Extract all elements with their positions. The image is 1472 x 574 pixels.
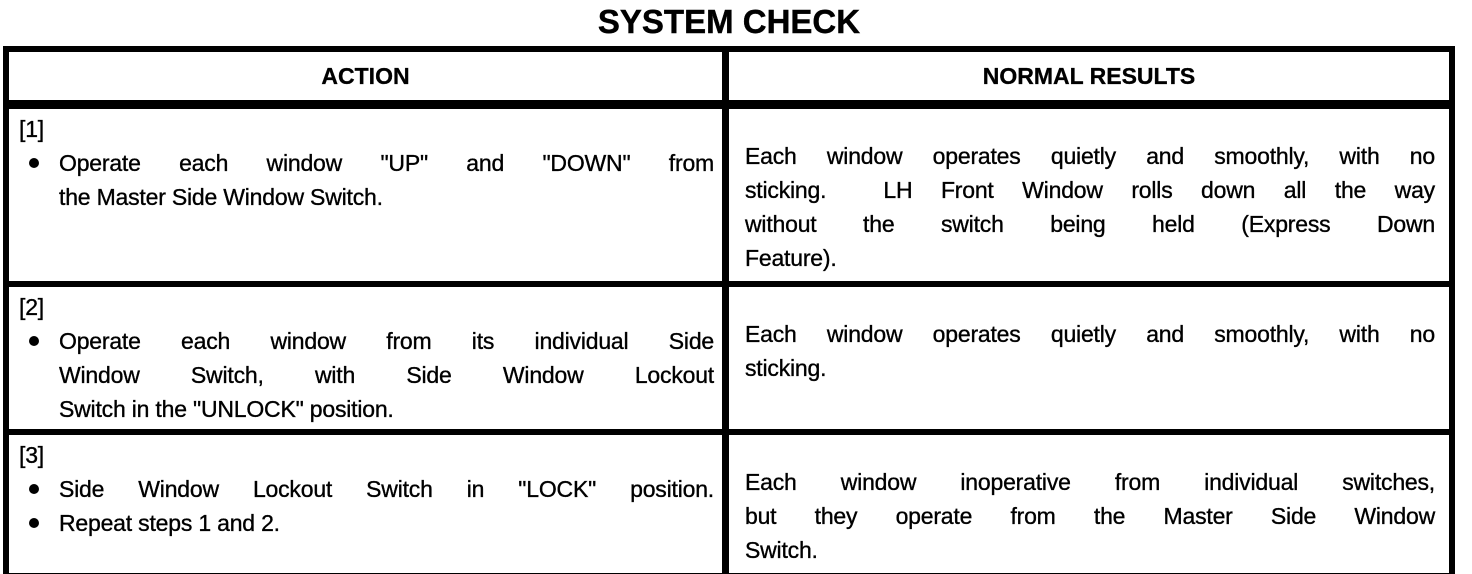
bullet-text: Side Window Lockout Switch in "LOCK" pos… (59, 472, 715, 506)
step-number: [1] (19, 116, 45, 142)
text-line: Each window inoperative from individual … (745, 469, 1436, 495)
text-line: Side Window Lockout Switch in "LOCK" pos… (59, 476, 715, 502)
text-line: Each window operates quietly and smoothl… (745, 143, 1436, 169)
bullet-item: Side Window Lockout Switch in "LOCK" pos… (19, 472, 714, 506)
bullet-item: Operate each window from its individual … (19, 324, 714, 426)
text-line: Window Switch, with Side Window Lockout (59, 362, 715, 388)
bullet-text: Operate each window "UP" and "DOWN" from… (59, 146, 715, 214)
table-row: [2] Operate each window from its individ… (9, 281, 1449, 429)
text-line: Feature). (745, 245, 837, 271)
result-cell: Each window operates quietly and smoothl… (729, 287, 1449, 429)
text-line: but they operate from the Master Side Wi… (745, 503, 1436, 529)
system-check-table: ACTION NORMAL RESULTS [1] Operate each w… (3, 46, 1455, 574)
result-cell: Each window inoperative from individual … (729, 435, 1449, 573)
system-check-document: SYSTEM CHECK ACTION NORMAL RESULTS [1] O… (3, 0, 1455, 574)
result-cell: Each window operates quietly and smoothl… (729, 109, 1449, 281)
text-line: sticking. LH Front Window rolls down all… (745, 177, 1436, 203)
page-title: SYSTEM CHECK (597, 3, 861, 40)
column-header-action: ACTION (9, 52, 729, 100)
bullet-icon (29, 158, 39, 168)
table-row: [3] Side Window Lockout Switch in "LOCK"… (9, 429, 1449, 573)
table-row: [1] Operate each window "UP" and "DOWN" … (9, 109, 1449, 281)
bullet-text: Operate each window from its individual … (59, 324, 715, 426)
text-line: Switch. (745, 537, 818, 563)
text-line: Operate each window "UP" and "DOWN" from (59, 150, 715, 176)
text-line: without the switch being held (Express D… (745, 211, 1436, 237)
bullet-item: Operate each window "UP" and "DOWN" from… (19, 146, 714, 214)
text-line: the Master Side Window Switch. (59, 184, 383, 210)
text-line: Each window operates quietly and smoothl… (745, 321, 1436, 347)
action-cell: [1] Operate each window "UP" and "DOWN" … (9, 109, 729, 281)
column-header-normal-results: NORMAL RESULTS (982, 62, 1196, 89)
action-cell: [3] Side Window Lockout Switch in "LOCK"… (9, 435, 729, 573)
text-line: Operate each window from its individual … (59, 328, 715, 354)
action-cell: [2] Operate each window from its individ… (9, 287, 729, 429)
step-number: [2] (19, 294, 45, 320)
text-line: sticking. (745, 355, 827, 381)
bullet-text: Repeat steps 1 and 2. (59, 506, 714, 540)
text-line: Repeat steps 1 and 2. (59, 510, 280, 536)
step-number: [3] (19, 442, 45, 468)
bullet-icon (29, 336, 39, 346)
table-header-row: ACTION NORMAL RESULTS (9, 52, 1449, 109)
bullet-item: Repeat steps 1 and 2. (19, 506, 714, 540)
text-line: Switch in the "UNLOCK" position. (59, 396, 394, 422)
bullet-icon (29, 484, 39, 494)
bullet-icon (29, 518, 39, 528)
